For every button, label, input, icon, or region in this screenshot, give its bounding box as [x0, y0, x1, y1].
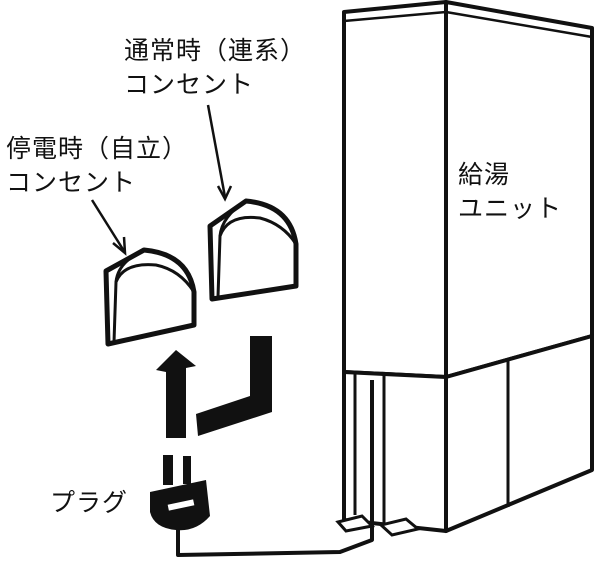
pointer-arrows	[90, 104, 233, 256]
outage-outlet-label-line2: コンセント	[6, 168, 137, 197]
plug-label: プラグ	[50, 488, 129, 517]
water-heater-label-line1: 給湯	[458, 160, 511, 189]
normal-outlet	[207, 198, 299, 302]
power-cord	[176, 380, 374, 557]
normal-outlet-label: 通常時（連系） コンセント	[124, 34, 306, 102]
water-heater-label-line2: ユニット	[458, 194, 563, 223]
outage-outlet	[103, 247, 197, 347]
water-heater-unit	[342, 0, 594, 533]
normal-outlet-label-line1: 通常時（連系）	[124, 36, 307, 65]
swap-arrows	[156, 336, 272, 438]
plug-icon	[150, 455, 210, 531]
outage-outlet-label-line1: 停電時（自立）	[6, 134, 189, 163]
water-heater-label: 給湯 ユニット	[458, 158, 562, 226]
outage-outlet-label: 停電時（自立） コンセント	[6, 132, 188, 200]
normal-outlet-label-line2: コンセント	[124, 70, 255, 99]
